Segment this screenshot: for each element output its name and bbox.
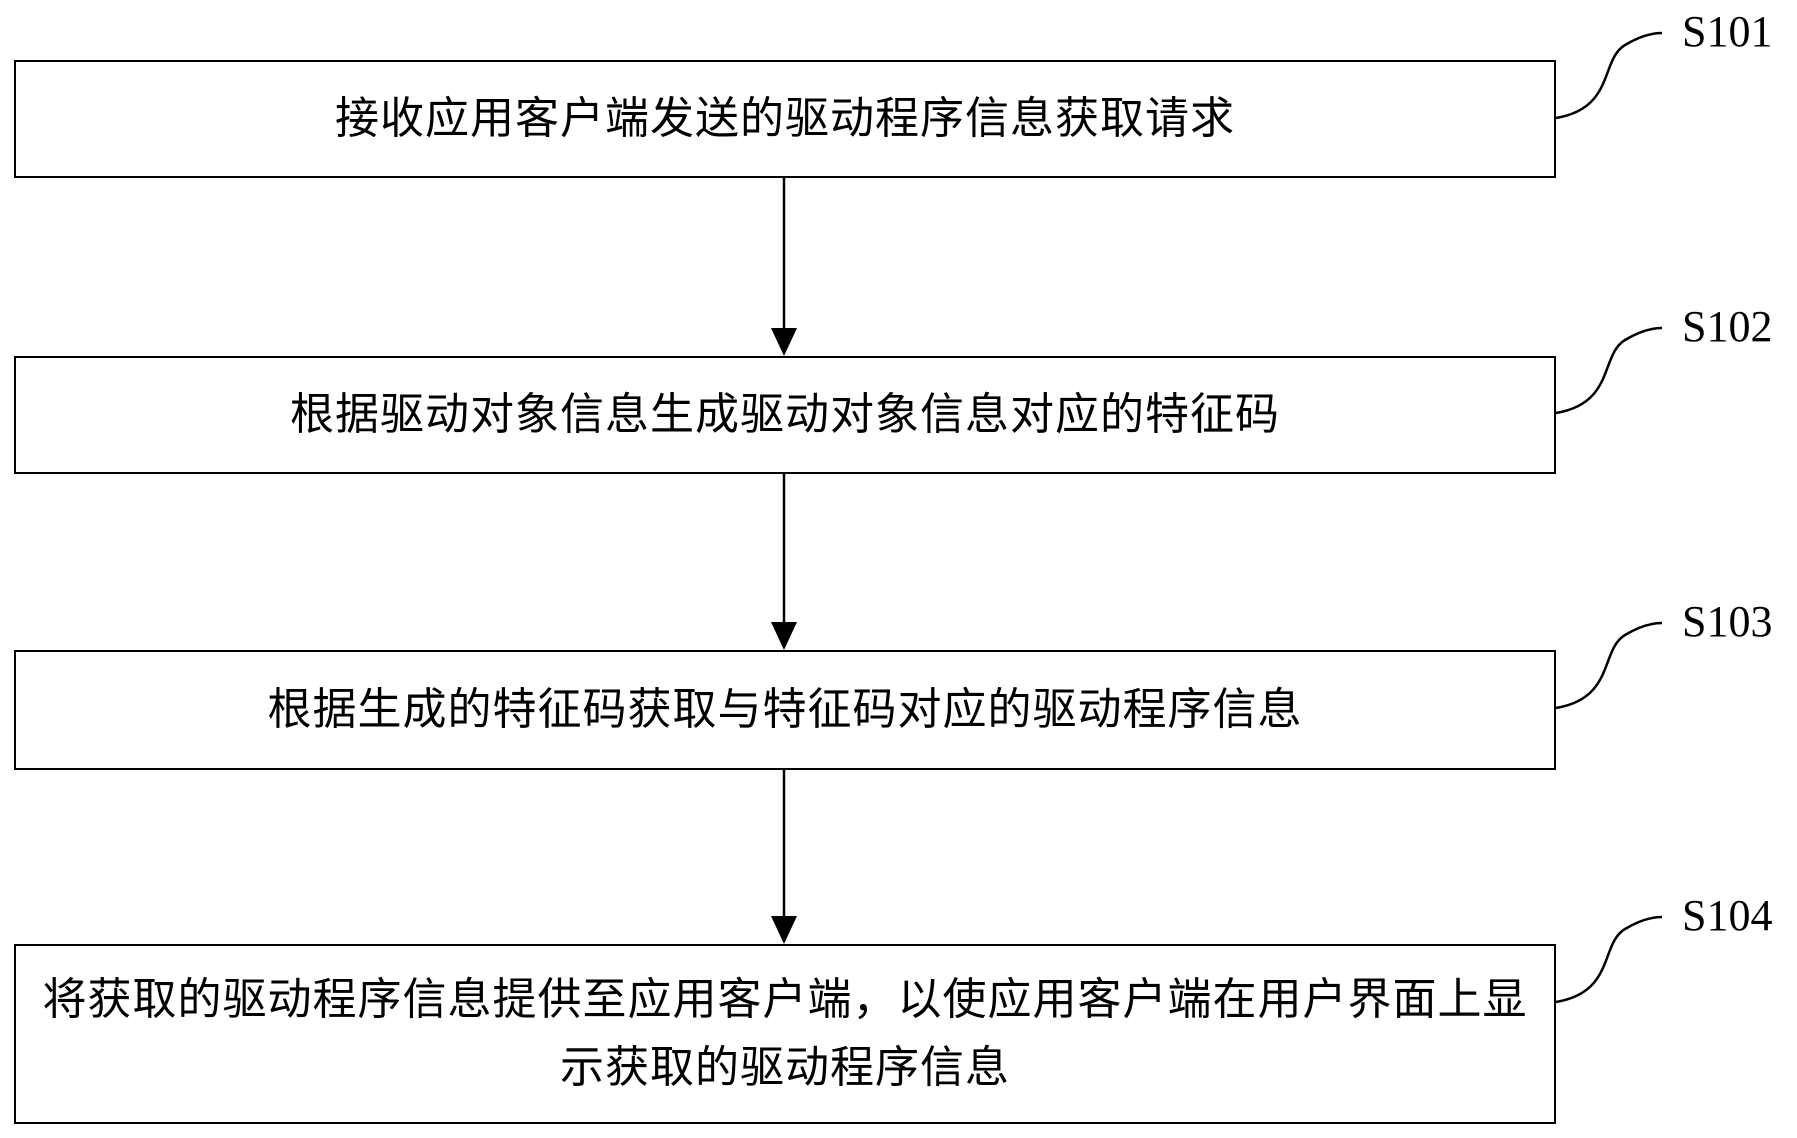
leader-line-s102 [1556,328,1662,413]
arrow-s101-to-s102 [771,178,797,356]
arrow-s103-to-s104 [771,770,797,944]
step-label-s104: S104 [1682,894,1772,938]
step-label-s102: S102 [1682,305,1772,349]
step-text-s101: 接收应用客户端发送的驱动程序信息获取请求 [323,85,1247,153]
step-box-s102: 根据驱动对象信息生成驱动对象信息对应的特征码 [14,356,1556,474]
leader-line-s103 [1556,623,1662,708]
step-label-s101: S101 [1682,10,1772,54]
leader-line-s101 [1556,33,1662,118]
step-text-s102: 根据驱动对象信息生成驱动对象信息对应的特征码 [278,381,1292,449]
step-box-s101: 接收应用客户端发送的驱动程序信息获取请求 [14,60,1556,178]
arrow-s102-to-s103 [771,474,797,650]
step-box-s104: 将获取的驱动程序信息提供至应用客户端，以使应用客户端在用户界面上显示获取的驱动程… [14,944,1556,1124]
step-text-s103: 根据生成的特征码获取与特征码对应的驱动程序信息 [256,676,1315,744]
leader-line-s104 [1556,917,1662,1002]
step-label-s103: S103 [1682,600,1772,644]
step-box-s103: 根据生成的特征码获取与特征码对应的驱动程序信息 [14,650,1556,770]
step-text-s104: 将获取的驱动程序信息提供至应用客户端，以使应用客户端在用户界面上显示获取的驱动程… [23,966,1547,1102]
